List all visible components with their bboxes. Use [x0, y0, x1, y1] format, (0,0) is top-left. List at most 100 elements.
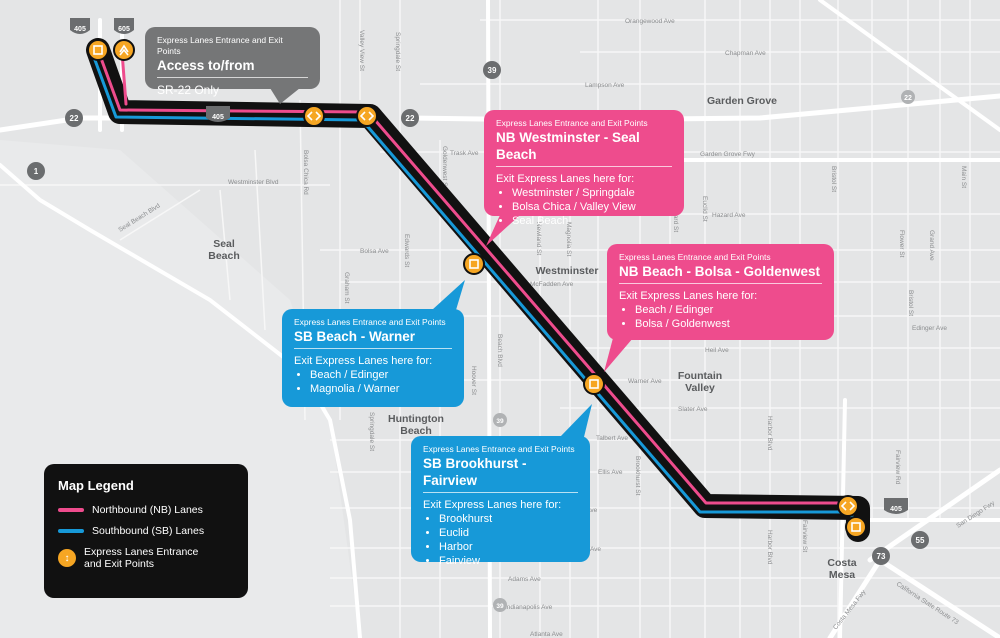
- list-item: Euclid: [439, 526, 578, 540]
- svg-text:39: 39: [496, 603, 504, 610]
- list-item: Harbor: [439, 540, 578, 554]
- interstate-shield-icon: 405: [206, 106, 230, 122]
- callout-title: Access to/from: [157, 57, 308, 78]
- callout-sup: Express Lanes Entrance and Exit Points: [619, 252, 771, 262]
- svg-text:Chapman Ave: Chapman Ave: [725, 50, 766, 57]
- svg-text:Warner Ave: Warner Ave: [628, 378, 662, 385]
- svg-text:39: 39: [496, 418, 504, 425]
- svg-text:Talbert Ave: Talbert Ave: [596, 435, 628, 442]
- map-legend: Map Legend Northbound (NB) Lanes Southbo…: [44, 464, 248, 598]
- callout-nb-beach: Express Lanes Entrance and Exit Points N…: [607, 244, 834, 340]
- legend-label: Northbound (NB) Lanes: [92, 504, 203, 516]
- state-route-shield-icon: 55: [911, 531, 929, 549]
- callout-list: Brookhurst Euclid Harbor Fairview: [423, 512, 578, 568]
- express-lane-access-point-icon: [303, 105, 325, 127]
- express-lane-access-point-icon: [845, 516, 867, 538]
- callout-lead: SR-22 Only: [157, 83, 220, 97]
- svg-text:Springdale St: Springdale St: [368, 412, 375, 451]
- callout-sup: Express Lanes Entrance and Exit Points: [496, 118, 648, 128]
- svg-text:Main St: Main St: [960, 166, 967, 188]
- state-route-shield-icon: 22: [65, 109, 83, 127]
- city-garden-grove: Garden Grove: [707, 95, 777, 107]
- callout-nb-westminster: Express Lanes Entrance and Exit Points N…: [484, 110, 684, 227]
- svg-text:Edwards St: Edwards St: [403, 234, 410, 267]
- access-points[interactable]: [87, 39, 867, 538]
- callout-list: Beach / Edinger Bolsa / Goldenwest: [619, 303, 822, 331]
- city-huntington-beach-2: Beach: [400, 425, 432, 437]
- svg-text:39: 39: [488, 66, 497, 75]
- express-lane-access-point-icon: [356, 105, 378, 127]
- callout-list: Beach / Edinger Magnolia / Warner: [294, 368, 452, 396]
- svg-text:22: 22: [70, 114, 79, 123]
- state-route-shield-icon: 73: [872, 547, 890, 565]
- svg-text:McFadden Ave: McFadden Ave: [530, 281, 574, 288]
- state-route-shield-icon: 1: [27, 162, 45, 180]
- list-item: Beach / Edinger: [310, 368, 452, 382]
- callout-title: SB Brookhurst - Fairview: [423, 455, 578, 493]
- city-westminster: Westminster: [536, 265, 599, 277]
- nb-swatch-icon: [58, 508, 84, 512]
- callout-list: Westminster / Springdale Bolsa Chica / V…: [496, 186, 672, 228]
- callout-sup: Express Lanes Entrance and Exit Points: [157, 35, 283, 56]
- svg-text:55: 55: [916, 536, 925, 545]
- legend-label: and Exit Points: [84, 558, 155, 570]
- callout-sb-beach: Express Lanes Entrance and Exit Points S…: [282, 309, 464, 407]
- svg-text:22: 22: [904, 95, 912, 102]
- svg-text:Orangewood Ave: Orangewood Ave: [625, 18, 675, 25]
- svg-text:Fairview St: Fairview St: [801, 520, 808, 552]
- svg-text:Goldenwest St: Goldenwest St: [441, 146, 448, 188]
- state-route-shield-icon: 39: [483, 61, 501, 79]
- svg-text:405: 405: [74, 26, 86, 33]
- interstate-shield-icon: 405: [884, 498, 908, 514]
- svg-text:Graham St: Graham St: [343, 272, 350, 304]
- state-route-shield-icon: 22: [401, 109, 419, 127]
- state-route-shield-icon: 39: [493, 598, 507, 612]
- svg-text:Hoover St: Hoover St: [470, 366, 477, 395]
- svg-text:Bolsa Ave: Bolsa Ave: [360, 248, 389, 255]
- svg-text:Springdale St: Springdale St: [394, 32, 401, 71]
- svg-text:Brookhurst St: Brookhurst St: [634, 456, 641, 496]
- callout-lead: Exit Express Lanes here for:: [294, 355, 433, 367]
- callout-title: NB Beach - Bolsa - Goldenwest: [619, 263, 822, 284]
- svg-text:Edinger Ave: Edinger Ave: [912, 325, 947, 332]
- svg-text:Lampson Ave: Lampson Ave: [585, 82, 625, 89]
- svg-text:Euclid St: Euclid St: [701, 196, 708, 222]
- list-item: Westminster / Springdale: [512, 186, 672, 200]
- express-lane-access-point-icon: ↕: [58, 549, 76, 567]
- callout-title: SB Beach - Warner: [294, 328, 452, 349]
- svg-text:Heil Ave: Heil Ave: [705, 347, 729, 354]
- callout-pointers: [270, 88, 633, 437]
- list-item: Bolsa / Goldenwest: [635, 317, 822, 331]
- svg-text:Fairview Rd: Fairview Rd: [894, 450, 901, 485]
- highway-shields: 405 605 405 405 22 22 22 39 1 39 39 55 7…: [27, 18, 929, 612]
- city-fountain-valley-1: Fountain: [678, 370, 722, 382]
- city-seal-beach-1: Seal: [213, 238, 235, 250]
- svg-text:Westminster Blvd: Westminster Blvd: [228, 179, 279, 186]
- legend-row-sb: Southbound (SB) Lanes: [58, 525, 234, 537]
- callout-sup: Express Lanes Entrance and Exit Points: [294, 317, 446, 327]
- express-lane-access-point-icon: [837, 495, 859, 517]
- list-item: Bolsa Chica / Valley View: [512, 200, 672, 214]
- legend-label: Southbound (SB) Lanes: [92, 525, 205, 537]
- sb-swatch-icon: [58, 529, 84, 533]
- svg-text:Harbor Blvd: Harbor Blvd: [766, 416, 773, 451]
- list-item: Fairview: [439, 554, 578, 568]
- svg-text:1: 1: [34, 167, 39, 176]
- callout-title: NB Westminster - Seal Beach: [496, 129, 672, 167]
- state-route-shield-icon: 39: [493, 413, 507, 427]
- city-costa-mesa-2: Mesa: [829, 569, 855, 581]
- svg-text:Bristol St: Bristol St: [907, 290, 914, 316]
- interstate-shield-icon: 405: [70, 18, 90, 34]
- list-item: Seal Beach: [512, 214, 672, 228]
- city-huntington-beach-1: Huntington: [388, 413, 444, 425]
- svg-text:Bolsa Chica Rd: Bolsa Chica Rd: [302, 150, 309, 195]
- svg-text:Newland St: Newland St: [535, 222, 542, 255]
- callout-access-sr22: Express Lanes Entrance and Exit Points A…: [145, 27, 320, 97]
- svg-text:Beach Blvd: Beach Blvd: [496, 334, 503, 367]
- svg-text:Trask Ave: Trask Ave: [450, 150, 479, 157]
- callout-sb-brookhurst: Express Lanes Entrance and Exit Points S…: [411, 436, 590, 567]
- svg-text:Slater Ave: Slater Ave: [678, 406, 708, 413]
- svg-text:73: 73: [877, 552, 886, 561]
- legend-label: Express Lanes Entrance: [84, 546, 199, 558]
- callout-sup: Express Lanes Entrance and Exit Points: [423, 444, 575, 454]
